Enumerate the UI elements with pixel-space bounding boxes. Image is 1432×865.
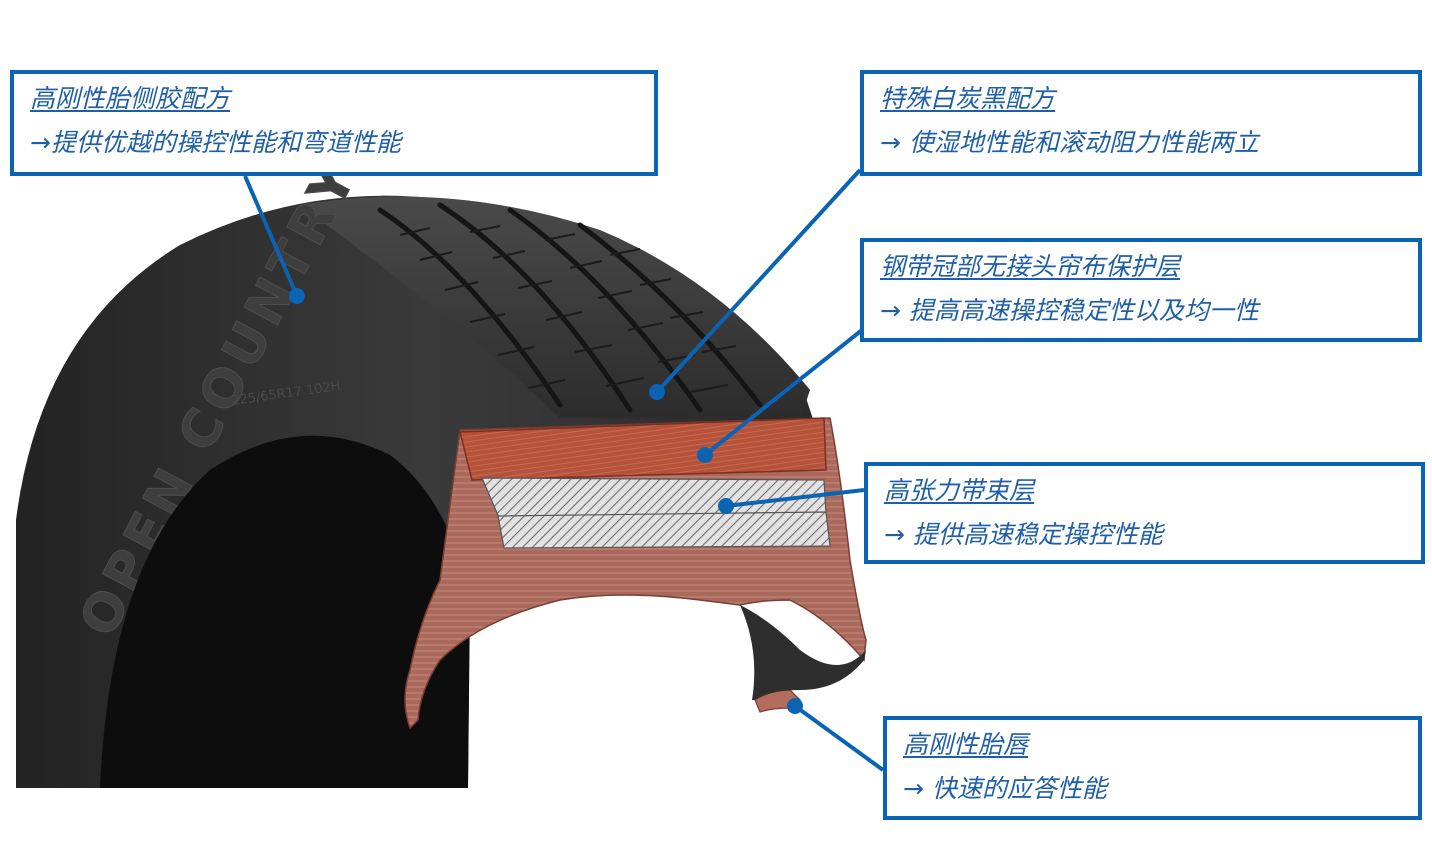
tread-grooves (377, 202, 763, 413)
callout-title: 特殊白炭黑配方 (880, 84, 1056, 113)
callout-bead: 高刚性胎唇 → 快速的应答性能 (883, 716, 1422, 820)
callout-description: → 使湿地性能和滚动阻力性能两立 (880, 128, 1259, 157)
callout-title: 钢带冠部无接头帘布保护层 (880, 252, 1181, 281)
leader-dots (289, 288, 803, 714)
callout-silica-compound: 特殊白炭黑配方 → 使湿地性能和滚动阻力性能两立 (860, 70, 1422, 176)
callout-title: 高刚性胎唇 (903, 730, 1029, 759)
leader-lines (243, 168, 885, 772)
inner-liner-right (740, 605, 866, 700)
callout-description: → 提高高速操控稳定性以及均一性 (880, 296, 1259, 325)
tread-sipes (399, 225, 737, 393)
callout-title: 高刚性胎侧胶配方 (30, 84, 231, 113)
callout-steel-belt: 高张力带束层 → 提供高速稳定操控性能 (864, 462, 1425, 564)
callout-description: → 提供高速稳定操控性能 (884, 520, 1163, 549)
callout-cap-ply: 钢带冠部无接头帘布保护层 → 提高高速操控稳定性以及均一性 (860, 238, 1422, 342)
callout-description: →提供优越的操控性能和弯道性能 (30, 128, 401, 157)
callout-title: 高张力带束层 (884, 476, 1035, 505)
callout-sidewall-compound: 高刚性胎侧胶配方 →提供优越的操控性能和弯道性能 (10, 70, 658, 176)
callout-description: → 快速的应答性能 (903, 774, 1107, 803)
tire-inner-opening (100, 435, 470, 788)
steel-belt-lower (497, 511, 831, 549)
